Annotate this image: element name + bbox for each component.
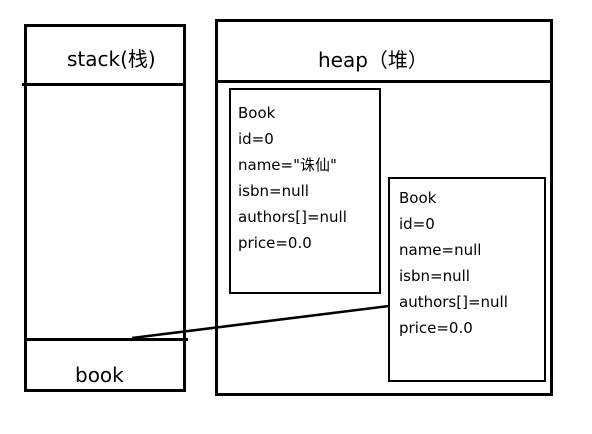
object-1-field-name: name="诛仙" xyxy=(238,156,337,174)
stack-column xyxy=(24,24,186,392)
reference-line-book-to-object-2 xyxy=(131,304,390,340)
object-1-field-isbn: isbn=null xyxy=(238,182,309,200)
object-2-field-authors: authors[]=null xyxy=(399,293,508,311)
object-2-field-id: id=0 xyxy=(399,215,435,233)
heap-object-2 xyxy=(388,177,546,382)
heap-object-2-fields: Book id=0 name=null isbn=null authors[]=… xyxy=(399,185,508,341)
heap-object-1-fields: Book id=0 name="诛仙" isbn=null authors[]=… xyxy=(238,100,347,256)
object-2-field-price: price=0.0 xyxy=(399,319,473,337)
heap-header-divider xyxy=(215,80,553,83)
object-1-field-price: price=0.0 xyxy=(238,234,312,252)
heap-title: heap（堆） xyxy=(318,48,428,72)
object-2-field-name: name=null xyxy=(399,241,482,259)
stack-frame-divider xyxy=(24,338,188,341)
stack-header-divider xyxy=(22,83,186,86)
stack-title: stack(栈) xyxy=(67,47,156,71)
heap-column xyxy=(215,19,553,396)
heap-object-1 xyxy=(229,88,381,294)
object-2-field-isbn: isbn=null xyxy=(399,267,470,285)
stack-variable-book: book xyxy=(75,363,124,387)
object-2-class-name: Book xyxy=(399,189,437,207)
object-1-field-id: id=0 xyxy=(238,130,274,148)
object-1-class-name: Book xyxy=(238,104,276,122)
object-1-field-authors: authors[]=null xyxy=(238,208,347,226)
